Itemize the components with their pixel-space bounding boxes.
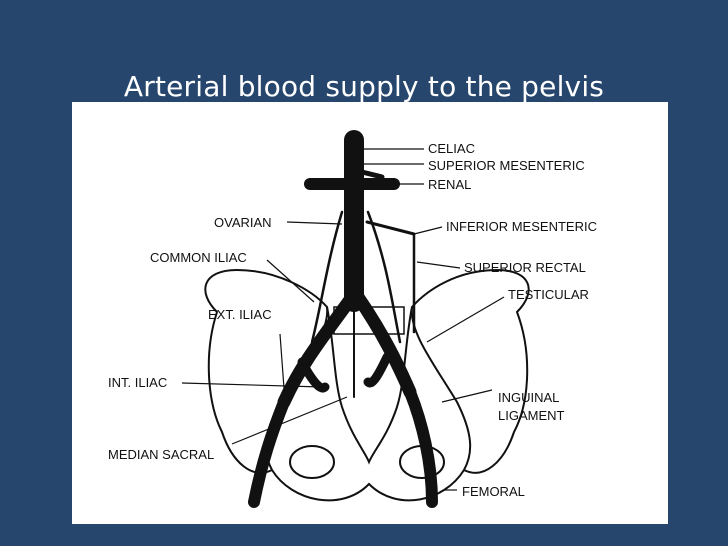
- left-ovarian-artery: [310, 210, 344, 344]
- label-median-sacral: MEDIAN SACRAL: [108, 447, 214, 462]
- left-external-iliac: [248, 396, 290, 508]
- label-superior-mesenteric: SUPERIOR MESENTERIC: [428, 158, 585, 173]
- superior-mesenteric-artery: [359, 169, 385, 180]
- label-common-iliac: COMMON ILIAC: [150, 250, 247, 265]
- slide-title: Arterial blood supply to the pelvis: [123, 70, 605, 103]
- label-ovarian: OVARIAN: [214, 215, 272, 230]
- label-inguinal: INGUINAL: [498, 390, 559, 405]
- left-internal-iliac: [297, 357, 330, 393]
- arteries: [248, 130, 438, 508]
- right-common-iliac: [351, 290, 417, 399]
- pelvis-arterial-diagram: CELIAC SUPERIOR MESENTERIC RENAL OVARIAN…: [72, 102, 668, 524]
- right-internal-iliac: [363, 352, 392, 388]
- label-celiac: CELIAC: [428, 141, 475, 156]
- label-int-iliac: INT. ILIAC: [108, 375, 167, 390]
- pubic-arch: [271, 469, 465, 502]
- label-renal: RENAL: [428, 177, 471, 192]
- left-common-iliac: [277, 290, 359, 409]
- label-femoral: FEMORAL: [462, 484, 525, 499]
- diagram-svg: CELIAC SUPERIOR MESENTERIC RENAL OVARIAN…: [108, 130, 597, 508]
- inferior-mesenteric-artery: [365, 220, 416, 236]
- right-external-iliac: [404, 386, 438, 508]
- label-testicular: TESTICULAR: [508, 287, 589, 302]
- label-ligament: LIGAMENT: [498, 408, 565, 423]
- label-superior-rectal: SUPERIOR RECTAL: [464, 260, 586, 275]
- right-ovarian-artery: [366, 210, 402, 344]
- label-inferior-mesenteric: INFERIOR MESENTERIC: [446, 219, 597, 234]
- left-obturator-foramen: [289, 445, 335, 479]
- leader-lines: [181, 148, 505, 491]
- right-iliac-wing: [410, 268, 530, 474]
- label-ext-iliac: EXT. ILIAC: [208, 307, 272, 322]
